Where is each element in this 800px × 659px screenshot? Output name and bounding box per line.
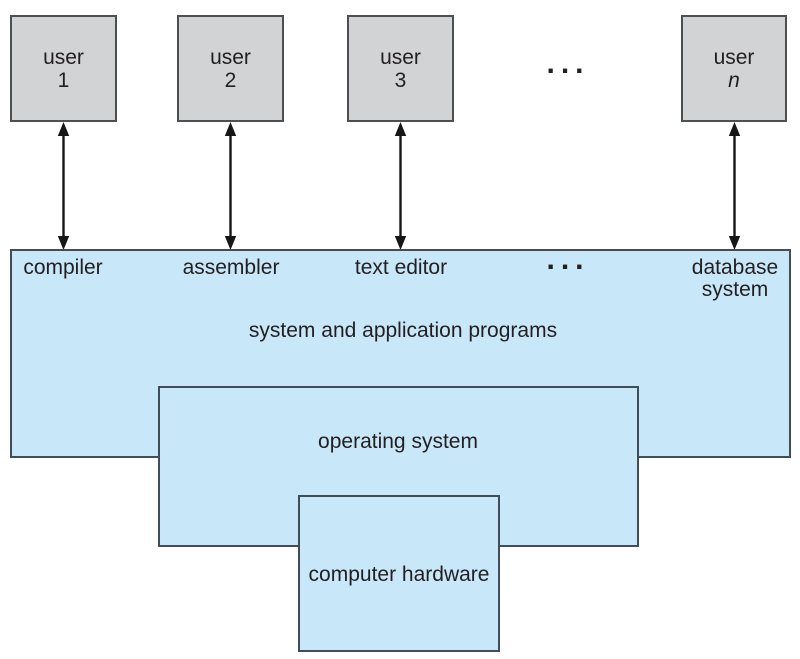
user-box-1: user 1 [10,15,117,122]
user-box-3-word: user [380,45,421,69]
user-box-2-word: user [210,45,251,69]
label-database-line1: database [691,256,779,279]
arrow-user3-system-icon [394,122,407,250]
user-box-3-id: 3 [394,68,407,92]
user-box-n: user n [681,15,787,122]
users-ellipsis-icon: ... [546,47,590,80]
user-box-2-id: 2 [224,68,237,92]
user-box-1-id: 1 [57,68,70,92]
arrow-user2-system-icon [224,122,237,250]
caption-computer-hardware: computer hardware [308,563,490,586]
user-box-n-id: n [728,68,740,92]
label-compiler: compiler [23,256,103,279]
arrow-user1-system-icon [57,122,70,250]
user-box-3: user 3 [347,15,454,122]
arrow-usern-system-icon [728,122,741,250]
label-database-line2: system [701,278,769,301]
user-box-n-word: user [713,45,755,69]
user-box-2: user 2 [177,15,284,122]
caption-operating-system: operating system [318,430,478,453]
computer-hardware-box [298,495,500,652]
programs-ellipsis-icon: ... [546,243,590,276]
label-database-system: database system [675,257,795,301]
label-assembler: assembler [182,256,280,279]
caption-system-programs: system and application programs [248,319,558,342]
label-text-editor: text editor [354,256,448,279]
user-box-1-word: user [43,45,84,69]
